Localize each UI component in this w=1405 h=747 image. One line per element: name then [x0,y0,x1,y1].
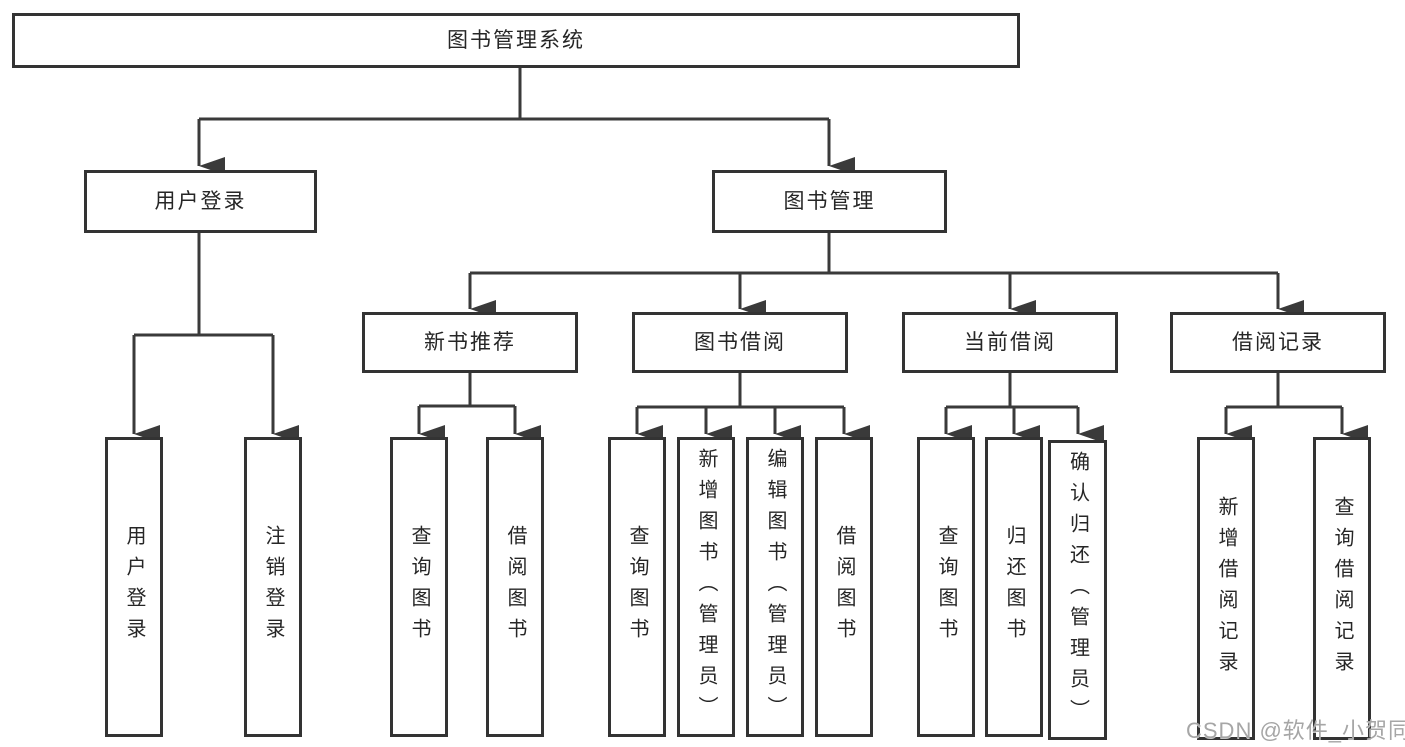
node-label: 用户登录 [154,190,247,213]
node-current-borrowing: 当前借阅 [902,312,1118,373]
leaf-query-books-1: 查询图书 [390,437,448,737]
leaf-label: 编辑图书（管理员） [764,447,786,727]
leaf-confirm-return-admin: 确认归还（管理员） [1048,440,1107,740]
leaf-label: 借阅图书 [504,525,526,649]
leaf-label: 借阅图书 [833,525,855,649]
leaf-label: 注销登录 [262,525,284,649]
node-user-login-branch: 用户登录 [84,170,317,233]
leaf-label: 归还图书 [1003,525,1025,649]
leaf-label: 查询图书 [408,525,430,649]
node-label: 借阅记录 [1232,331,1324,354]
leaf-label: 新增借阅记录 [1215,495,1237,682]
node-label: 新书推荐 [424,331,516,354]
leaf-label: 查询图书 [626,525,648,649]
leaf-borrow-books-2: 借阅图书 [815,437,873,737]
leaf-query-books-3: 查询图书 [917,437,975,737]
csdn-watermark: CSDN @软件_小贺同学 [1186,718,1405,743]
leaf-add-borrowing-record: 新增借阅记录 [1197,437,1255,740]
node-book-borrowing: 图书借阅 [632,312,848,373]
leaf-logout: 注销登录 [244,437,302,737]
leaf-add-books-admin: 新增图书（管理员） [677,437,735,737]
leaf-borrow-books-1: 借阅图书 [486,437,544,737]
node-label: 图书借阅 [694,331,786,354]
node-book-management-branch: 图书管理 [712,170,947,233]
node-library-management-system: 图书管理系统 [12,13,1020,68]
leaf-edit-books-admin: 编辑图书（管理员） [746,437,804,737]
leaf-label: 查询借阅记录 [1331,495,1353,682]
leaf-label: 新增图书（管理员） [695,447,717,727]
leaf-query-borrowing-record: 查询借阅记录 [1313,437,1371,740]
leaf-user-login: 用户登录 [105,437,163,737]
leaf-label: 确认归还（管理员） [1066,450,1089,730]
leaf-return-books: 归还图书 [985,437,1043,737]
leaf-label: 查询图书 [935,525,957,649]
node-label: 当前借阅 [964,331,1056,354]
leaf-query-books-2: 查询图书 [608,437,666,737]
node-borrowing-records: 借阅记录 [1170,312,1386,373]
leaf-label: 用户登录 [123,525,145,649]
node-label: 图书管理 [783,190,876,213]
node-label: 图书管理系统 [447,29,585,52]
node-new-book-recommendation: 新书推荐 [362,312,578,373]
